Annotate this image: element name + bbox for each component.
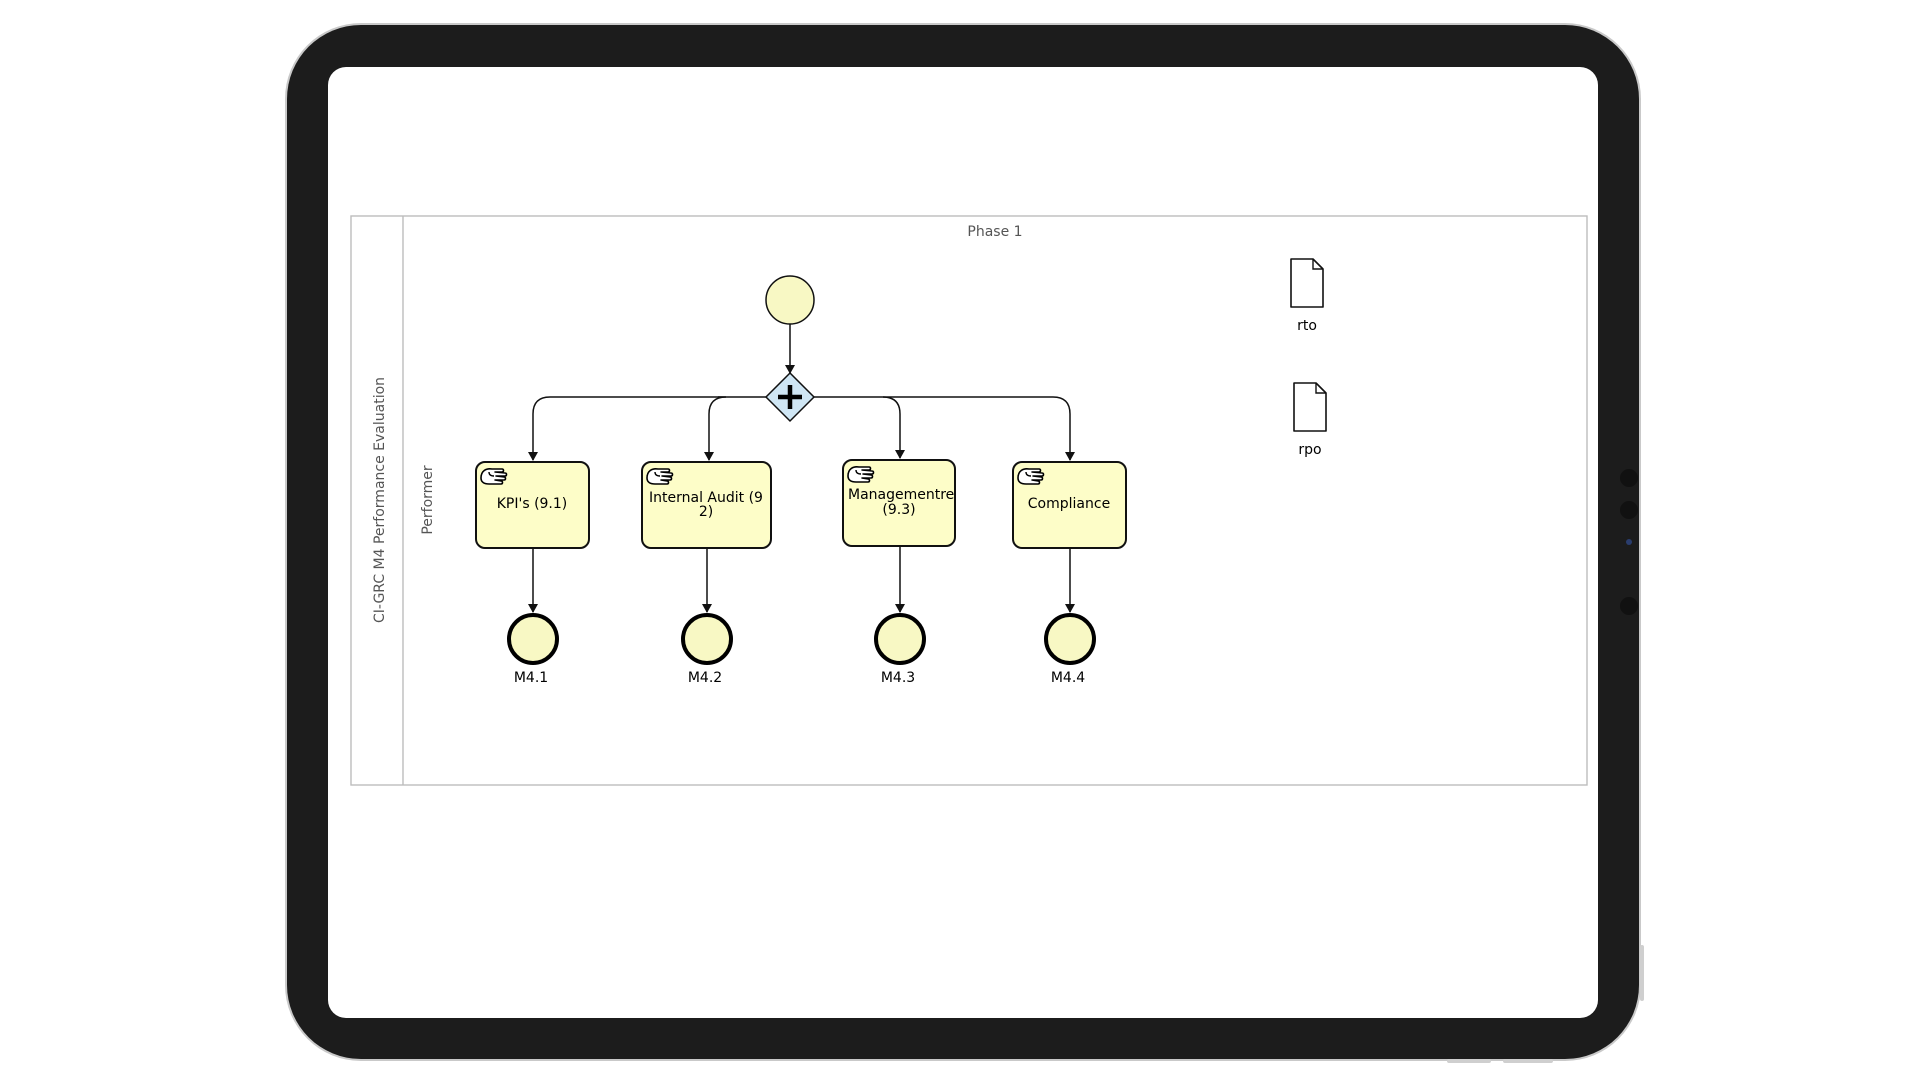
task-management-review[interactable]: Managementre (9.3) [842, 459, 956, 547]
lens-icon [1620, 597, 1638, 615]
manual-task-hand-icon [847, 466, 875, 483]
task-label: KPI's (9.1) [497, 496, 568, 512]
end-event-label: M4.1 [514, 670, 548, 686]
task-label-line2: 2) [699, 504, 713, 520]
task-compliance[interactable]: Compliance [1012, 461, 1127, 549]
tablet-screen: CI-GRC M4 Performance Evaluation Perform… [328, 67, 1598, 1018]
top-button [1447, 1059, 1491, 1063]
lane-label: Performer [420, 465, 436, 535]
flow-gateway-to-task-4 [883, 396, 1075, 461]
document-icon [1290, 258, 1324, 308]
end-event-2[interactable]: M4.2 [681, 613, 733, 686]
sequence-flows [528, 324, 1075, 613]
start-event[interactable] [765, 275, 815, 325]
flow-gateway-to-task-2 [704, 396, 727, 461]
task-label-line2: (9.3) [882, 502, 915, 518]
manual-task-hand-icon [480, 468, 508, 485]
side-button [1640, 945, 1644, 1001]
data-object-label: rto [1297, 318, 1317, 334]
end-event-4[interactable]: M4.4 [1044, 613, 1096, 686]
task-label: Internal Audit (9 [649, 490, 763, 506]
parallel-gateway[interactable] [764, 371, 816, 423]
task-label: Managementre [848, 487, 954, 503]
manual-task-hand-icon [646, 468, 674, 485]
manual-task-hand-icon [1017, 468, 1045, 485]
end-event-1[interactable]: M4.1 [507, 613, 559, 686]
document-icon [1293, 382, 1327, 432]
phase-label: Phase 1 [967, 224, 1022, 240]
pool-label: CI-GRC M4 Performance Evaluation [372, 377, 388, 623]
camera-icon [1620, 469, 1638, 487]
bpmn-diagram: CI-GRC M4 Performance Evaluation Perform… [350, 215, 1588, 786]
end-event-3[interactable]: M4.3 [874, 613, 926, 686]
end-event-label: M4.2 [688, 670, 722, 686]
parallel-gateway-plus-icon [778, 385, 802, 409]
data-object-rto[interactable]: rto [1290, 258, 1324, 334]
indicator-light-icon [1626, 539, 1632, 545]
task-label: Compliance [1028, 496, 1110, 512]
end-event-label: M4.4 [1051, 670, 1085, 686]
task-kpis[interactable]: KPI's (9.1) [475, 461, 590, 549]
data-object-label: rpo [1298, 442, 1321, 458]
end-event-label: M4.3 [881, 670, 915, 686]
sensor-icon [1620, 501, 1638, 519]
flow-gateway-to-task-1 [528, 396, 768, 461]
task-internal-audit[interactable]: Internal Audit (9 2) [641, 461, 772, 549]
top-button [1503, 1059, 1553, 1063]
data-object-rpo[interactable]: rpo [1293, 382, 1327, 458]
tablet-frame: CI-GRC M4 Performance Evaluation Perform… [287, 25, 1639, 1059]
